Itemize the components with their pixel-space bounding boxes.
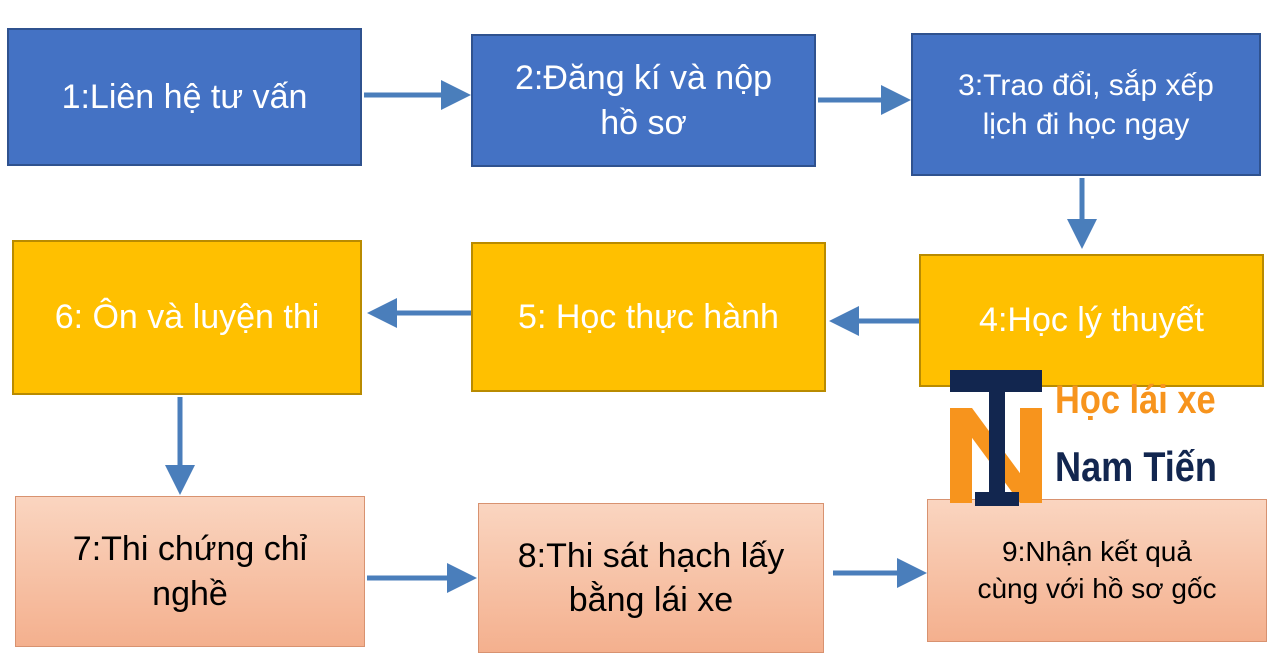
step-4-label: 4:Học lý thuyết (979, 301, 1204, 340)
step-1-box: 1:Liên hệ tư vấn (7, 28, 362, 166)
step-9-box: 9:Nhận kết quả cùng với hồ sơ gốc (927, 499, 1267, 642)
logo-line-1: Học lái xe (1055, 378, 1216, 422)
step-3-label: 3:Trao đổi, sắp xếp lịch đi học ngay (958, 68, 1214, 141)
step-6-box: 6: Ôn và luyện thi (12, 240, 362, 395)
step-8-box: 8:Thi sát hạch lấy bằng lái xe (478, 503, 824, 653)
step-2-label: 2:Đăng kí và nộp hồ sơ (514, 59, 773, 142)
step-1-label: 1:Liên hệ tư vấn (61, 77, 308, 116)
step-5-label: 5: Học thực hành (518, 297, 779, 336)
step-3-box: 3:Trao đổi, sắp xếp lịch đi học ngay (911, 33, 1261, 176)
step-9-label: 9:Nhận kết quả cùng với hồ sơ gốc (977, 536, 1217, 604)
nam-tien-logo-icon (950, 370, 1042, 506)
step-6-label: 6: Ôn và luyện thi (54, 298, 320, 337)
step-8-label: 8:Thi sát hạch lấy bằng lái xe (517, 536, 785, 619)
step-4-box: 4:Học lý thuyết (919, 254, 1264, 387)
step-7-label: 7:Thi chứng chỉ nghề (72, 530, 308, 613)
step-7-box: 7:Thi chứng chỉ nghề (15, 496, 365, 647)
logo-line-2: Nam Tiến (1055, 443, 1217, 490)
step-5-box: 5: Học thực hành (471, 242, 826, 392)
step-2-box: 2:Đăng kí và nộp hồ sơ (471, 34, 816, 167)
